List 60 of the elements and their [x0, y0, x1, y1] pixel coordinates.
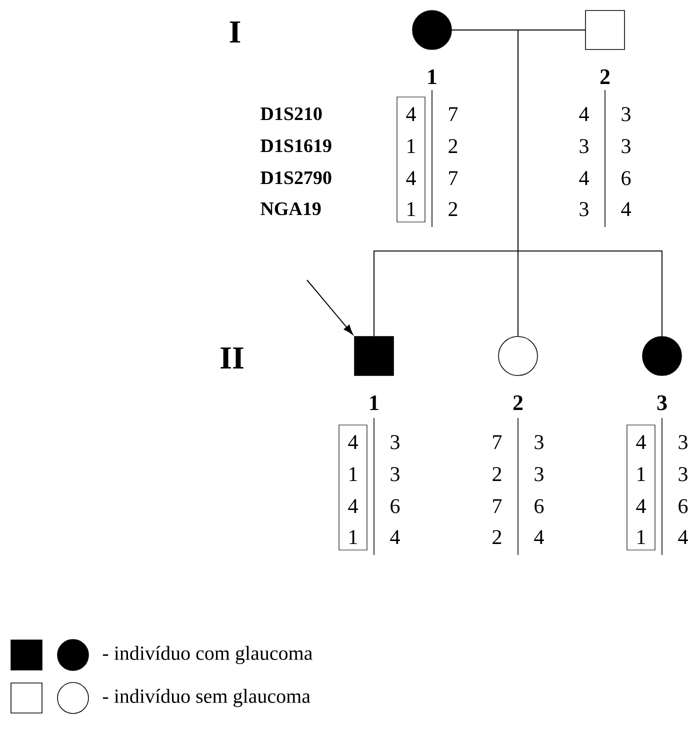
allele-number: 4	[678, 530, 688, 544]
individual-number: 3	[657, 395, 667, 410]
allele-number: 1	[408, 202, 415, 216]
allele-number: 3	[390, 467, 400, 482]
allele-number: 4	[579, 171, 589, 185]
marker-name: NGA19	[260, 202, 321, 216]
pedigree-symbol	[354, 336, 394, 376]
allele-number: 4	[348, 435, 358, 449]
allele-number: 4	[348, 499, 358, 513]
allele-number: 3	[390, 435, 400, 450]
marker-name: D1S210	[260, 107, 322, 120]
allele-number: 1	[638, 530, 645, 544]
individual-number: 2	[513, 395, 523, 410]
pedigree-symbol	[412, 10, 452, 50]
allele-number: 3	[580, 139, 588, 154]
legend-text: - indivíduo com glaucoma	[102, 646, 312, 664]
allele-number: 3	[580, 202, 588, 216]
allele-number: 6	[390, 499, 400, 514]
allele-number: 6	[678, 499, 688, 514]
allele-number: 4	[406, 171, 416, 185]
allele-number: 7	[493, 435, 502, 449]
individual-number: 1	[370, 395, 378, 410]
allele-number: 6	[534, 499, 544, 514]
allele-number: 4	[579, 107, 589, 121]
allele-number: 2	[448, 202, 458, 216]
descent-line	[518, 30, 662, 336]
allele-number: 1	[408, 139, 415, 153]
allele-number: 4	[390, 530, 400, 544]
pedigree-symbol	[642, 336, 682, 376]
allele-number: 3	[534, 467, 544, 482]
pedigree-symbol	[498, 336, 538, 376]
marker-name: D1S1619	[260, 139, 332, 152]
allele-number: 3	[534, 435, 544, 450]
allele-number: 4	[406, 107, 416, 121]
allele-number: 6	[622, 171, 631, 186]
marker-name: D1S2790	[260, 171, 332, 184]
allele-number: 7	[449, 171, 458, 185]
generation-label: I	[230, 22, 240, 42]
allele-number: 4	[621, 202, 631, 216]
allele-number: 4	[636, 499, 646, 513]
allele-number: 3	[678, 435, 688, 450]
allele-number: 4	[534, 530, 544, 544]
allele-number: 3	[622, 139, 630, 154]
allele-number: 3	[622, 107, 630, 122]
allele-number: 1	[350, 467, 357, 481]
pedigree-symbol	[585, 10, 625, 50]
allele-number: 2	[492, 530, 502, 544]
allele-number: 4	[636, 435, 646, 449]
allele-number: 2	[448, 139, 458, 153]
proband-arrow	[306, 280, 354, 335]
legend-text: - indivíduo sem glaucoma	[102, 688, 310, 708]
allele-number: 1	[350, 530, 357, 544]
allele-number: 1	[638, 467, 645, 481]
allele-number: 3	[678, 467, 688, 482]
individual-number: 1	[428, 69, 436, 84]
allele-number: 7	[493, 499, 502, 513]
individual-number: 2	[600, 69, 610, 84]
allele-number: 2	[492, 467, 502, 481]
generation-label: II	[220, 348, 244, 368]
allele-number: 7	[449, 107, 458, 121]
